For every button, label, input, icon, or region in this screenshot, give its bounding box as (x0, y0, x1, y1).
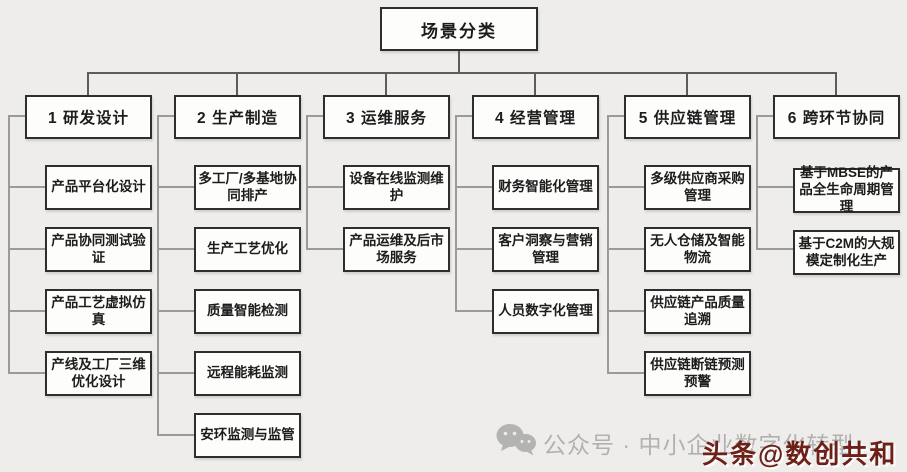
connector-line (306, 116, 308, 249)
branch-header-cross-link: 6 跨环节协同 (773, 95, 900, 139)
connector-line (686, 72, 688, 95)
connector-line (157, 248, 194, 250)
leaf-node: 基于C2M的大规模定制化生产 (793, 230, 900, 275)
connector-line (8, 372, 45, 374)
connector-line (236, 72, 238, 95)
leaf-node: 多级供应商采购管理 (644, 165, 751, 210)
leaf-node: 产线及工厂三维优化设计 (45, 351, 152, 396)
leaf-node: 产品工艺虚拟仿真 (45, 289, 152, 334)
connector-line (455, 248, 492, 250)
connector-line (607, 248, 644, 250)
connector-line (87, 72, 89, 95)
toutiao-watermark-text: 头条@数创共和 (702, 439, 898, 469)
branch-header-operations: 3 运维服务 (323, 95, 450, 139)
leaf-node: 产品运维及后市场服务 (343, 227, 450, 272)
wechat-icon (495, 423, 537, 462)
connector-line (756, 248, 793, 250)
connector-line (455, 116, 457, 311)
leaf-node: 产品协同测试验证 (45, 227, 152, 272)
connector-line (756, 186, 793, 188)
connector-line (607, 116, 609, 373)
branch-header-supply-chain: 5 供应链管理 (624, 95, 751, 139)
leaf-node: 人员数字化管理 (492, 289, 599, 334)
leaf-node: 生产工艺优化 (194, 227, 301, 272)
connector-line (455, 186, 492, 188)
connector-line (534, 72, 536, 95)
leaf-node: 供应链产品质量追溯 (644, 289, 751, 334)
leaf-node: 安环监测与监管 (194, 413, 301, 458)
connector-line (8, 186, 45, 188)
connector-line (607, 372, 644, 374)
connector-line (835, 72, 837, 95)
connector-line (607, 186, 644, 188)
connector-line (157, 115, 174, 117)
connector-line (88, 72, 836, 74)
connector-line (607, 310, 644, 312)
connector-line (607, 115, 624, 117)
connector-line (8, 115, 25, 117)
leaf-node: 设备在线监测维护 (343, 165, 450, 210)
leaf-node: 产品平台化设计 (45, 165, 152, 210)
connector-line (157, 372, 194, 374)
connector-line (756, 115, 773, 117)
leaf-node: 客户洞察与营销管理 (492, 227, 599, 272)
leaf-node: 无人仓储及智能物流 (644, 227, 751, 272)
leaf-node: 财务智能化管理 (492, 165, 599, 210)
leaf-node: 远程能耗监测 (194, 351, 301, 396)
root-node: 场景分类 (380, 7, 538, 51)
branch-header-rd-design: 1 研发设计 (25, 95, 152, 139)
leaf-node: 供应链断链预测预警 (644, 351, 751, 396)
connector-line (455, 115, 472, 117)
connector-line (306, 248, 343, 250)
connector-line (157, 310, 194, 312)
leaf-node: 质量智能检测 (194, 289, 301, 334)
connector-line (306, 186, 343, 188)
connector-line (157, 116, 159, 435)
connector-line (157, 434, 194, 436)
connector-line (385, 72, 387, 95)
branch-header-manufacturing: 2 生产制造 (174, 95, 301, 139)
branch-header-business-mgmt: 4 经营管理 (472, 95, 599, 139)
connector-line (455, 310, 492, 312)
connector-line (306, 115, 323, 117)
connector-line (157, 186, 194, 188)
connector-line (458, 51, 460, 73)
wechat-watermark-text: 公众号 · 中小企业数字化转型 (543, 432, 855, 458)
connector-line (8, 248, 45, 250)
leaf-node: 基于MBSE的产品全生命周期管理 (793, 165, 900, 214)
connector-line (756, 116, 758, 249)
leaf-node: 多工厂/多基地协同排产 (194, 165, 301, 210)
connector-line (8, 310, 45, 312)
connector-line (8, 116, 10, 373)
